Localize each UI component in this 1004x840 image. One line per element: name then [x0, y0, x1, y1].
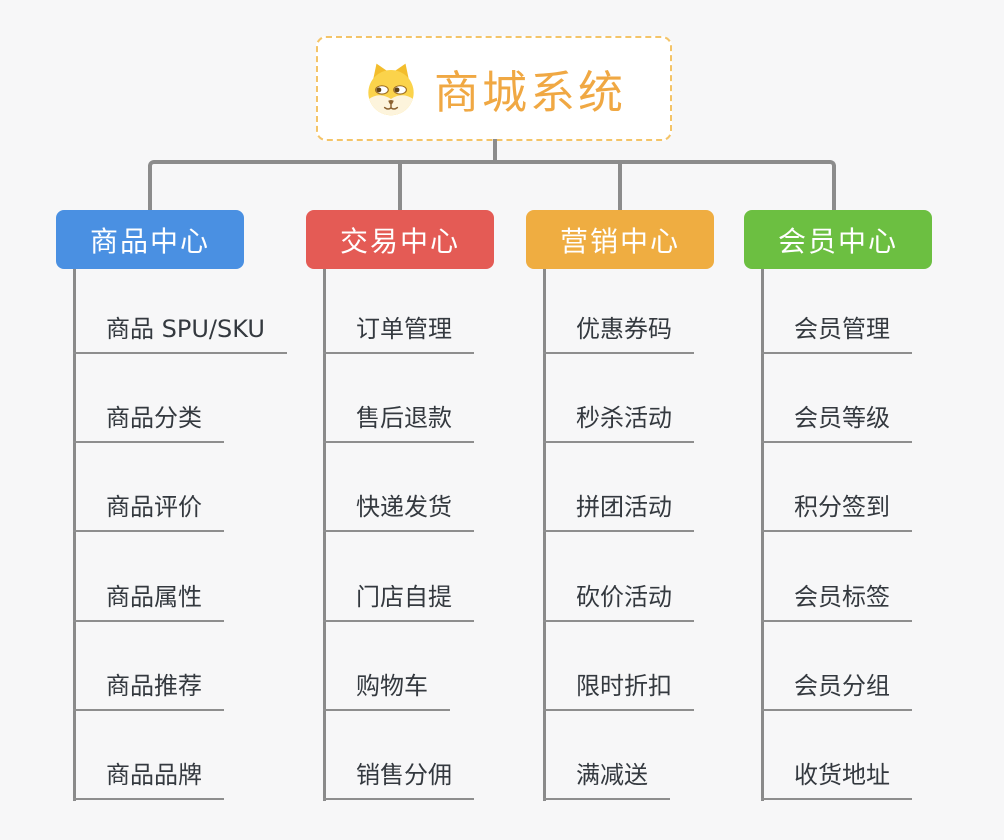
connector-horizontal-elbow: [148, 160, 836, 210]
leaf-node[interactable]: 会员标签: [761, 583, 912, 622]
leaf-node[interactable]: 秒杀活动: [543, 404, 694, 443]
leaf-node[interactable]: 销售分佣: [323, 761, 474, 800]
leaf-node[interactable]: 商品品牌: [73, 761, 224, 800]
leaf-node[interactable]: 优惠券码: [543, 315, 694, 354]
branch-node-label: 交易中心: [339, 224, 460, 258]
leaf-node[interactable]: 快递发货: [323, 493, 474, 532]
root-node-mall-system[interactable]: 商城系统: [316, 36, 672, 141]
leaf-node[interactable]: 收货地址: [761, 761, 912, 800]
connector-branch-column: [761, 269, 764, 801]
connector-branch-column: [543, 269, 546, 801]
leaf-node[interactable]: 限时折扣: [543, 672, 694, 711]
leaf-node[interactable]: 会员等级: [761, 404, 912, 443]
root-node-label: 商城系统: [433, 66, 626, 119]
connector-branch-column: [323, 269, 326, 801]
leaf-node[interactable]: 积分签到: [761, 493, 912, 532]
leaf-node[interactable]: 购物车: [323, 672, 450, 711]
connector-root-stem: [493, 139, 497, 164]
shiba-dog-icon: [368, 63, 414, 115]
branch-node-2[interactable]: 交易中心: [306, 210, 494, 269]
leaf-node[interactable]: 满减送: [543, 761, 670, 800]
leaf-node[interactable]: 商品 SPU/SKU: [73, 315, 287, 354]
leaf-node[interactable]: 商品分类: [73, 404, 224, 443]
leaf-node[interactable]: 拼团活动: [543, 493, 694, 532]
leaf-node[interactable]: 售后退款: [323, 404, 474, 443]
leaf-node[interactable]: 砍价活动: [543, 583, 694, 622]
leaf-node[interactable]: 会员管理: [761, 315, 912, 354]
branch-node-1[interactable]: 商品中心: [56, 210, 244, 269]
connector-drop-3: [618, 162, 622, 210]
branch-node-4[interactable]: 会员中心: [744, 210, 932, 269]
leaf-node[interactable]: 会员分组: [761, 672, 912, 711]
leaf-node[interactable]: 商品推荐: [73, 672, 224, 711]
branch-node-label: 营销中心: [559, 224, 680, 258]
leaf-node[interactable]: 订单管理: [323, 315, 474, 354]
branch-node-label: 会员中心: [777, 224, 898, 258]
connector-branch-column: [73, 269, 76, 801]
connector-drop-2: [398, 162, 402, 210]
leaf-node[interactable]: 商品属性: [73, 583, 224, 622]
branch-node-3[interactable]: 营销中心: [526, 210, 714, 269]
leaf-node[interactable]: 商品评价: [73, 493, 224, 532]
leaf-node[interactable]: 门店自提: [323, 583, 474, 622]
branch-node-label: 商品中心: [89, 224, 210, 258]
